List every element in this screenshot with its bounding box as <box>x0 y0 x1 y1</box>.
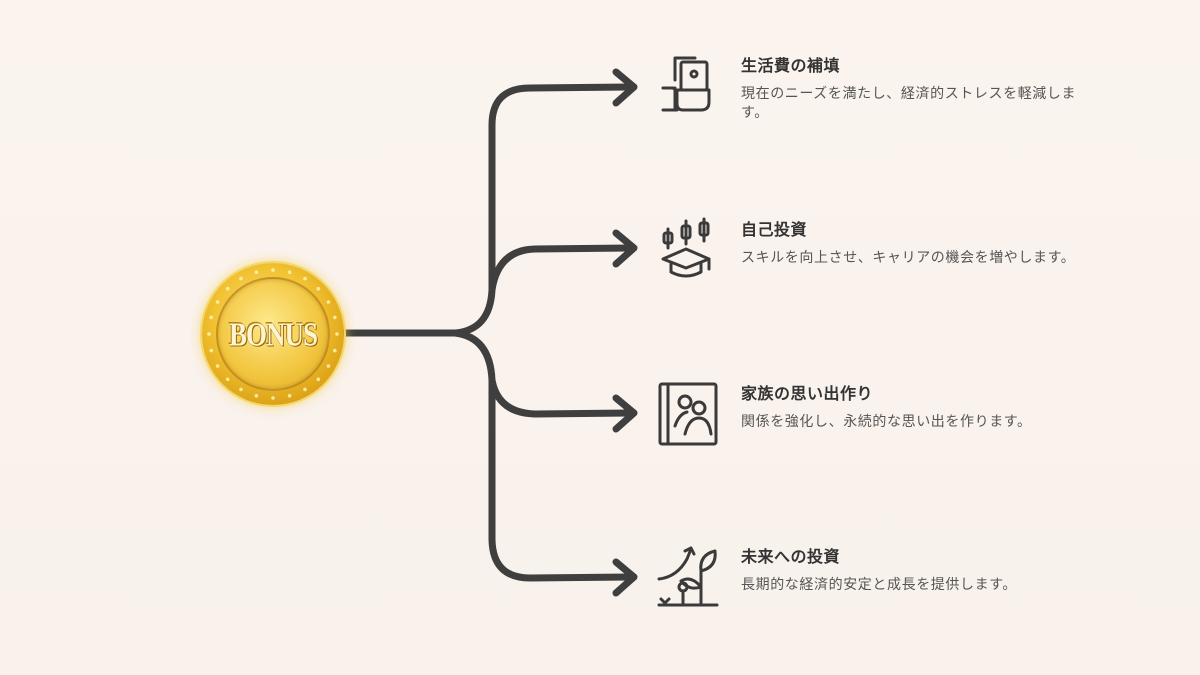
branch-self-investment: 自己投資 スキルを向上させ、キャリアの機会を増やします。 <box>655 216 1105 326</box>
branch-family-memories: 家族の思い出作り 関係を強化し、永続的な思い出を作ります。 <box>655 380 1105 490</box>
coin-inner-ring <box>216 277 330 391</box>
lower-trunk-line <box>451 329 634 582</box>
graduation-cap-chart-icon <box>661 217 711 278</box>
upper-trunk-line <box>451 83 634 337</box>
branch-title: 家族の思い出作り <box>741 384 874 403</box>
coin-label: BONUS <box>228 314 318 353</box>
branch-description: 現在のニーズを満たし、経済的ストレスを軽減します。 <box>741 86 1077 121</box>
arrowhead-2 <box>612 229 638 268</box>
branch-living-expenses: 生活費の補填 現在のニーズを満たし、経済的ストレスを軽減します。 <box>655 52 1105 162</box>
branch-line-3 <box>488 376 634 418</box>
branch-future-investment: 未来への投資 長期的な経済的安定と成長を提供します。 <box>655 543 1105 653</box>
branch-title: 未来への投資 <box>741 547 841 566</box>
bonus-coin: BONUS <box>202 263 344 405</box>
branch-description: 関係を強化し、永続的な思い出を作ります。 <box>741 414 1032 430</box>
family-photo-album-icon <box>658 382 718 446</box>
branch-title: 自己投資 <box>741 220 808 239</box>
hand-holding-money-icon <box>661 56 711 112</box>
branch-description: スキルを向上させ、キャリアの機会を増やします。 <box>741 250 1076 266</box>
arrowhead-1 <box>612 68 638 107</box>
coin-stars-icon <box>207 268 339 400</box>
arrowhead-4 <box>612 558 638 597</box>
branch-line-2 <box>488 244 634 294</box>
branch-title: 生活費の補填 <box>741 56 841 75</box>
growing-plant-arrow-icon <box>657 546 719 607</box>
arrowhead-3 <box>612 394 638 433</box>
branch-description: 長期的な経済的安定と成長を提供します。 <box>741 577 1017 593</box>
